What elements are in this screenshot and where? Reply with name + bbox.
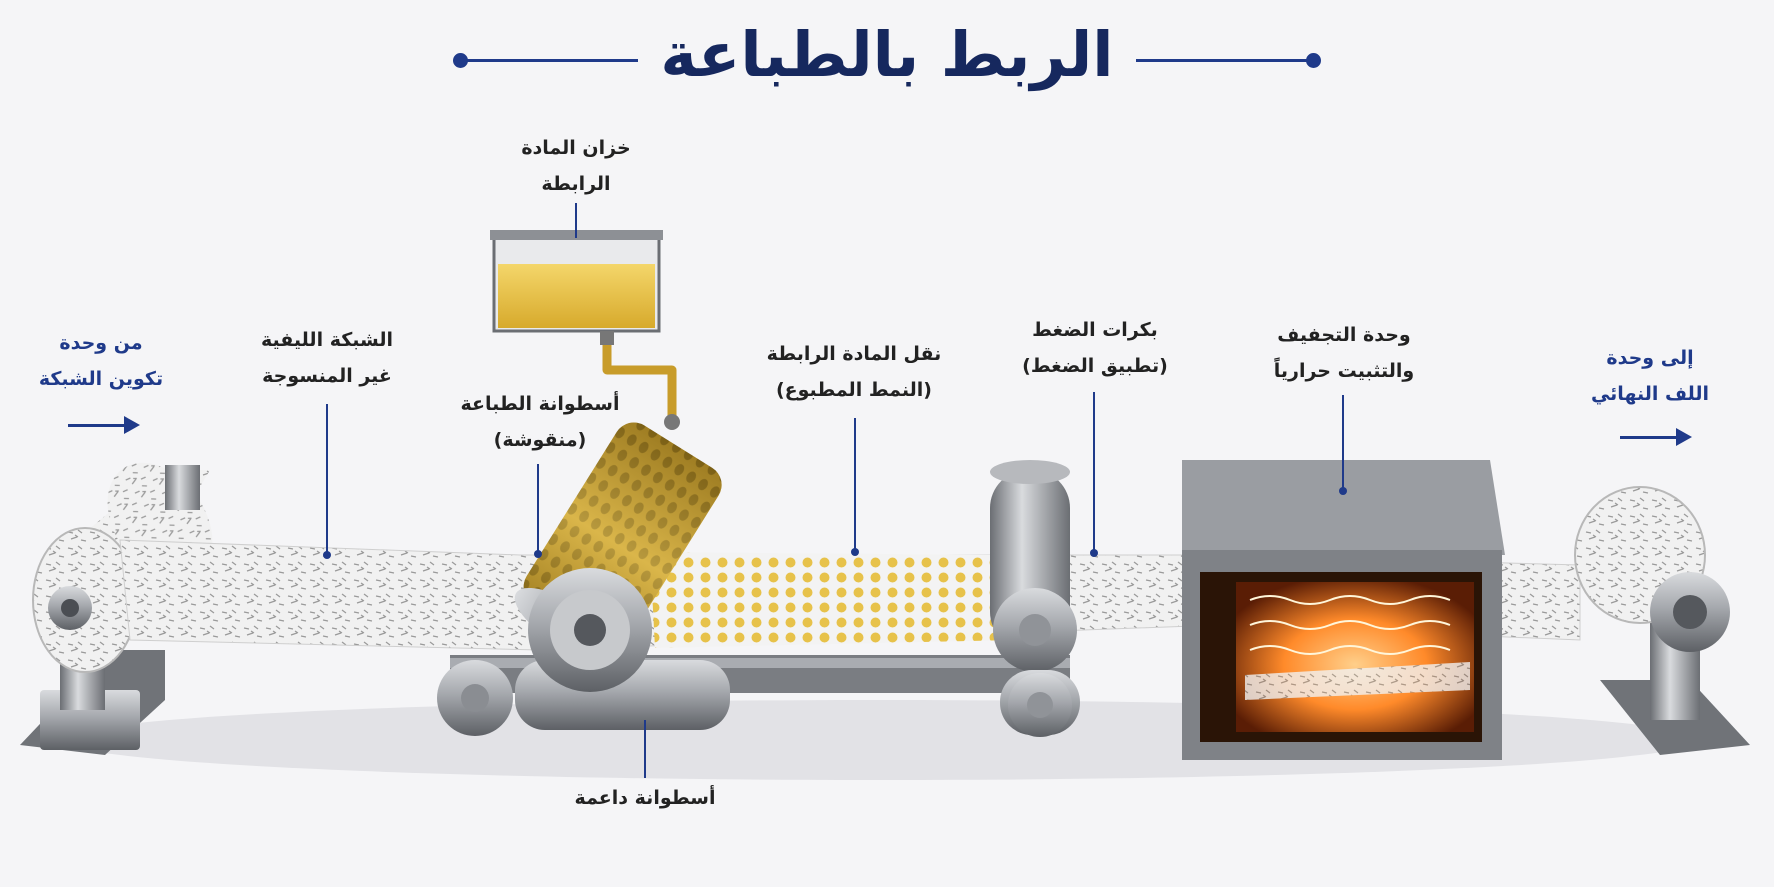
- leader-dryer-dot: [1339, 487, 1347, 495]
- leader-transfer-dot: [851, 548, 859, 556]
- printed-pattern: [650, 552, 1015, 648]
- label-print-cylinder: أسطوانة الطباعة(منقوشة): [460, 393, 620, 451]
- dryer-unit: [1182, 460, 1505, 760]
- leader-press-rollers-dot: [1090, 549, 1098, 557]
- arrow-out-head: [1676, 428, 1692, 446]
- leader-transfer: [854, 418, 856, 551]
- arrow-out: [1620, 436, 1680, 439]
- title-left-line: [463, 59, 638, 62]
- press-rollers: [990, 460, 1080, 737]
- label-support-cylinder: أسطوانة داعمة: [574, 787, 716, 809]
- binder-tank: [490, 230, 680, 430]
- title-right-line: [1136, 59, 1311, 62]
- leader-tank: [575, 203, 577, 238]
- leader-press-rollers: [1093, 392, 1095, 552]
- leader-web-dot: [323, 551, 331, 559]
- title-left-dot: [453, 53, 468, 68]
- leader-print-cylinder: [537, 464, 539, 553]
- leader-web: [326, 404, 328, 554]
- leader-dryer: [1342, 395, 1344, 490]
- diagram-title: الربط بالطباعة: [660, 18, 1114, 91]
- arrow-in: [68, 424, 128, 427]
- title-right-dot: [1306, 53, 1321, 68]
- leader-support-cylinder: [644, 720, 646, 778]
- rewind-roll: [1574, 486, 1730, 652]
- leader-print-cylinder-dot: [534, 550, 542, 558]
- label-press-rollers: بكرات الضغط(تطبيق الضغط): [1022, 319, 1168, 377]
- label-transfer: نقل المادة الرابطة(النمط المطبوع): [766, 343, 942, 401]
- arrow-in-head: [124, 416, 140, 434]
